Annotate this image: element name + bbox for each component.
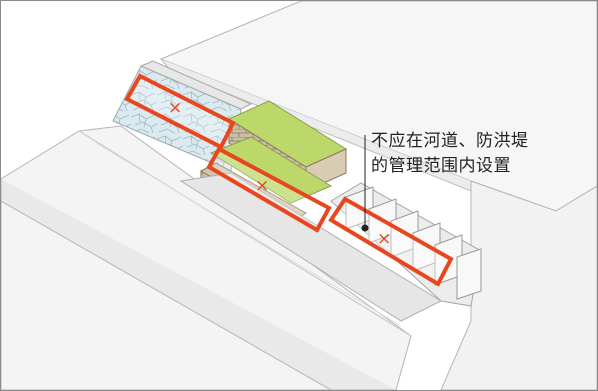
lower-grass-terrace	[209, 136, 333, 204]
callout-line-1: 不应在河道、防洪堤	[371, 131, 529, 151]
callout-annotation: 不应在河道、防洪堤 的管理范围内设置	[371, 129, 529, 179]
prohibit-box-brick	[206, 146, 332, 233]
ground-front-face	[1, 179, 396, 390]
right-ground-slab	[440, 180, 597, 390]
fin-wall-fins	[345, 186, 482, 300]
prohibit-box-stone	[124, 73, 236, 150]
stone-revetment-top	[139, 60, 253, 110]
road-inner-line	[95, 142, 402, 327]
road-edge-line	[78, 130, 412, 337]
cross-mark-fin-wall: ×	[377, 229, 392, 249]
cross-mark-stone: ×	[168, 98, 183, 118]
callout-dot	[361, 224, 369, 232]
callout-line-2: 的管理范围内设置	[371, 156, 511, 176]
prohibit-box-fin-wall	[328, 196, 454, 287]
cross-mark-brick: ×	[255, 176, 270, 196]
